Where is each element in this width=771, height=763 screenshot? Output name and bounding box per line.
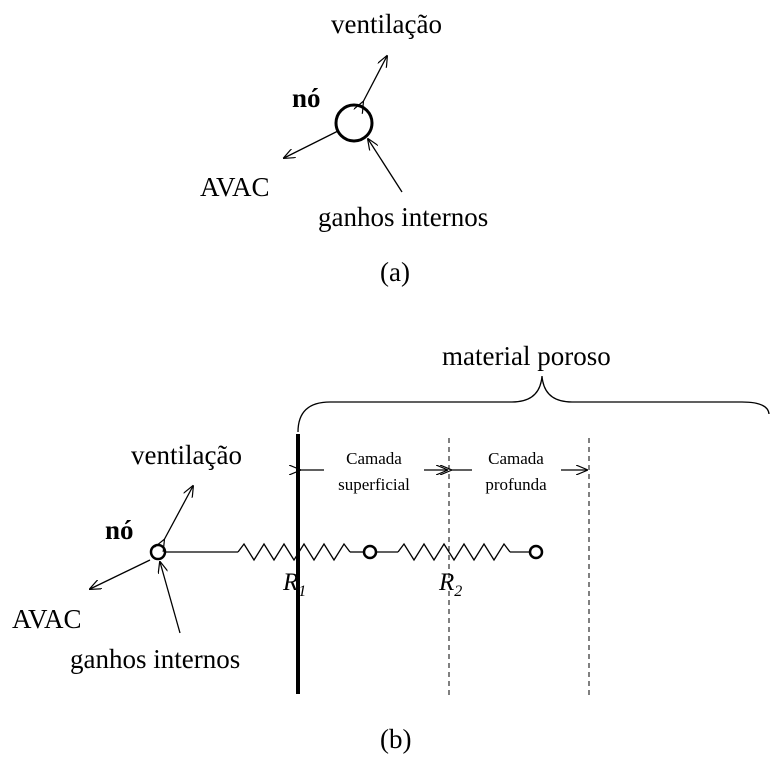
node-label-b: nó [105,515,134,545]
air-node [149,543,167,561]
node-circle-a [334,103,374,143]
ventilation-arrow-b [164,486,193,540]
r1-label: R1 [282,569,306,600]
deep-layer-label-line1: Camada [488,449,544,468]
material-brace [297,375,770,433]
caption-a: (a) [380,257,410,287]
resistor-r2 [397,542,511,562]
r2-symbol: R [438,569,454,596]
r1-subscript: 1 [298,583,306,600]
hvac-arrow-b [90,559,151,589]
panel-b: material poroso Camada superficial Camad… [12,341,770,754]
deep-layer-label-line2: profunda [485,475,547,494]
resistor-r1 [237,542,351,562]
internal-gains-arrow-b [160,562,181,634]
panel-a: nó ventilação AVAC ganhos internos (a) [200,9,488,287]
caption-b: (b) [380,724,411,754]
r1-symbol: R [282,569,298,596]
surface-layer-label-line1: Camada [346,449,402,468]
hvac-label-a: AVAC [200,172,270,202]
ventilation-label-a: ventilação [331,9,442,39]
surface-layer-label-line2: superficial [338,475,410,494]
ventilation-label-b: ventilação [131,440,242,470]
internal-gains-arrow-a [368,139,403,193]
deep-layer-node [528,544,544,560]
material-label: material poroso [442,341,611,371]
hvac-arrow-a [284,130,339,158]
node-label-a: nó [292,83,321,113]
hvac-label-b: AVAC [12,604,82,634]
r2-label: R2 [438,569,462,600]
r2-subscript: 2 [454,583,462,600]
surface-layer-node [362,544,378,560]
internal-gains-label-a: ganhos internos [318,202,488,232]
ventilation-arrow-a [363,56,387,102]
internal-gains-label-b: ganhos internos [70,644,240,674]
